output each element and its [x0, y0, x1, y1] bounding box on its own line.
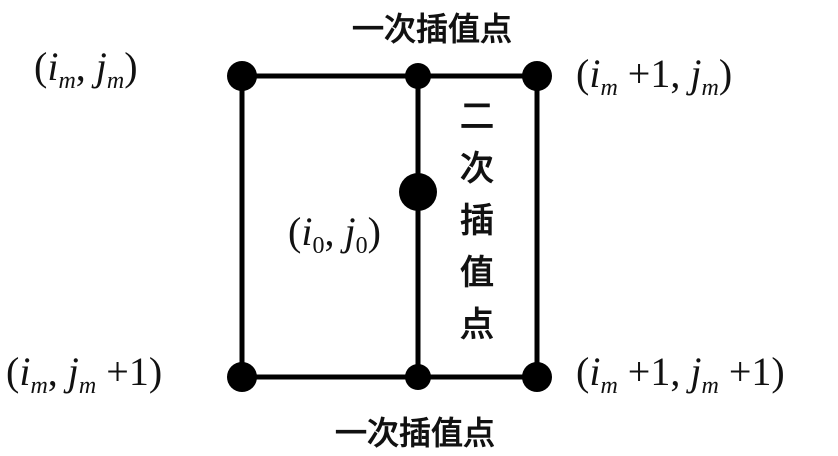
- node-bottom-right: [522, 362, 552, 392]
- grid-lines: [239, 73, 540, 380]
- quadratic-label: 二 次 插 值 点: [460, 97, 494, 345]
- quadratic-char: 点: [460, 305, 494, 345]
- label-center: (i0, j0): [288, 209, 381, 259]
- nodes: [227, 61, 552, 392]
- quadratic-char: 插: [460, 201, 494, 241]
- label-bottom-right: (im +1, jm +1): [576, 349, 785, 399]
- label-top-right: (im +1, jm): [576, 51, 732, 101]
- quadratic-char: 次: [460, 149, 494, 189]
- quadratic-char: 值: [460, 253, 494, 293]
- node-top-right: [522, 61, 552, 91]
- label-bottom-left: (im, jm +1): [6, 349, 162, 399]
- node-bottom-left: [227, 362, 257, 392]
- top-linear-label: 一次插值点: [352, 10, 512, 48]
- quadratic-char: 二: [460, 97, 494, 137]
- node-top-linear: [405, 63, 431, 89]
- label-top-left: (im, jm): [34, 44, 138, 94]
- node-bottom-linear: [405, 364, 431, 390]
- node-center-quadratic: [399, 173, 437, 211]
- node-top-left: [227, 61, 257, 91]
- bottom-linear-label: 一次插值点: [335, 414, 495, 452]
